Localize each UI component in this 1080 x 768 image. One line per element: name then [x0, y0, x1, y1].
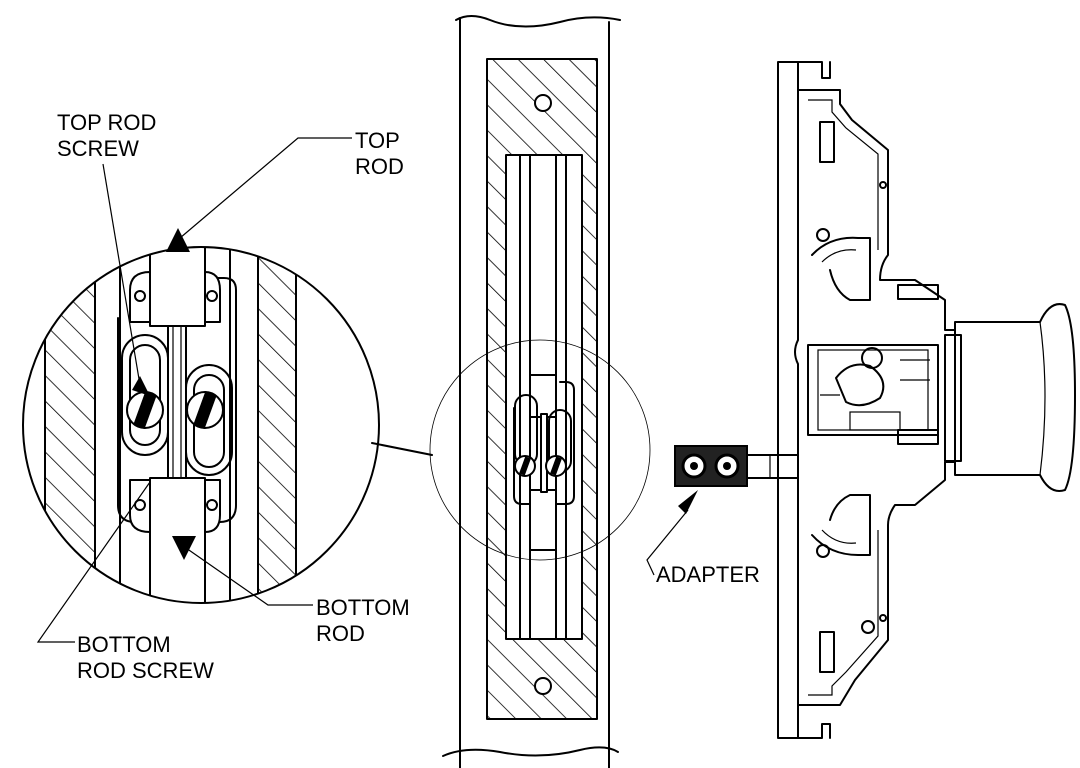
- top-rod-arrow: [166, 228, 190, 252]
- callout-top-rod: TOP ROD: [179, 128, 404, 239]
- callout-bottom-rod-screw: BOTTOM ROD SCREW: [36, 481, 214, 683]
- label-adapter: ADAPTER: [656, 562, 760, 587]
- label-bottom-rod-screw-1: BOTTOM: [77, 632, 171, 657]
- label-top-rod-screw-2: SCREW: [57, 136, 139, 161]
- top-screw-arrow: [132, 376, 150, 396]
- top-rod-screw: [126, 391, 164, 429]
- detail-leader-line: [371, 442, 433, 456]
- label-bottom-rod-2: ROD: [316, 621, 365, 646]
- label-top-rod-1: TOP: [355, 128, 400, 153]
- detail-reference-circle: [429, 339, 651, 561]
- label-top-rod-2: ROD: [355, 154, 404, 179]
- label-top-rod-screw-1: TOP ROD: [57, 110, 156, 135]
- callout-bottom-rod: BOTTOM ROD: [185, 547, 410, 646]
- exit-device-side-view: [744, 61, 1076, 739]
- callout-top-rod-screw: TOP ROD SCREW: [57, 110, 156, 386]
- label-bottom-rod-screw-2: ROD SCREW: [77, 658, 214, 683]
- bottom-rod-arrow: [172, 536, 196, 560]
- thumbturn-knob: [954, 303, 1076, 492]
- label-bottom-rod-1: BOTTOM: [316, 595, 410, 620]
- door-edge-section-view: [429, 15, 651, 768]
- callout-adapter: ADAPTER: [646, 490, 760, 587]
- bottom-rod: [149, 477, 206, 603]
- adapter: [674, 445, 748, 487]
- bottom-rod-screw: [186, 391, 224, 429]
- magnifier-circle: [22, 246, 380, 604]
- hatch-band-right: [258, 247, 296, 603]
- adapter-arrow: [678, 490, 698, 514]
- detail-magnified-view: [22, 228, 380, 604]
